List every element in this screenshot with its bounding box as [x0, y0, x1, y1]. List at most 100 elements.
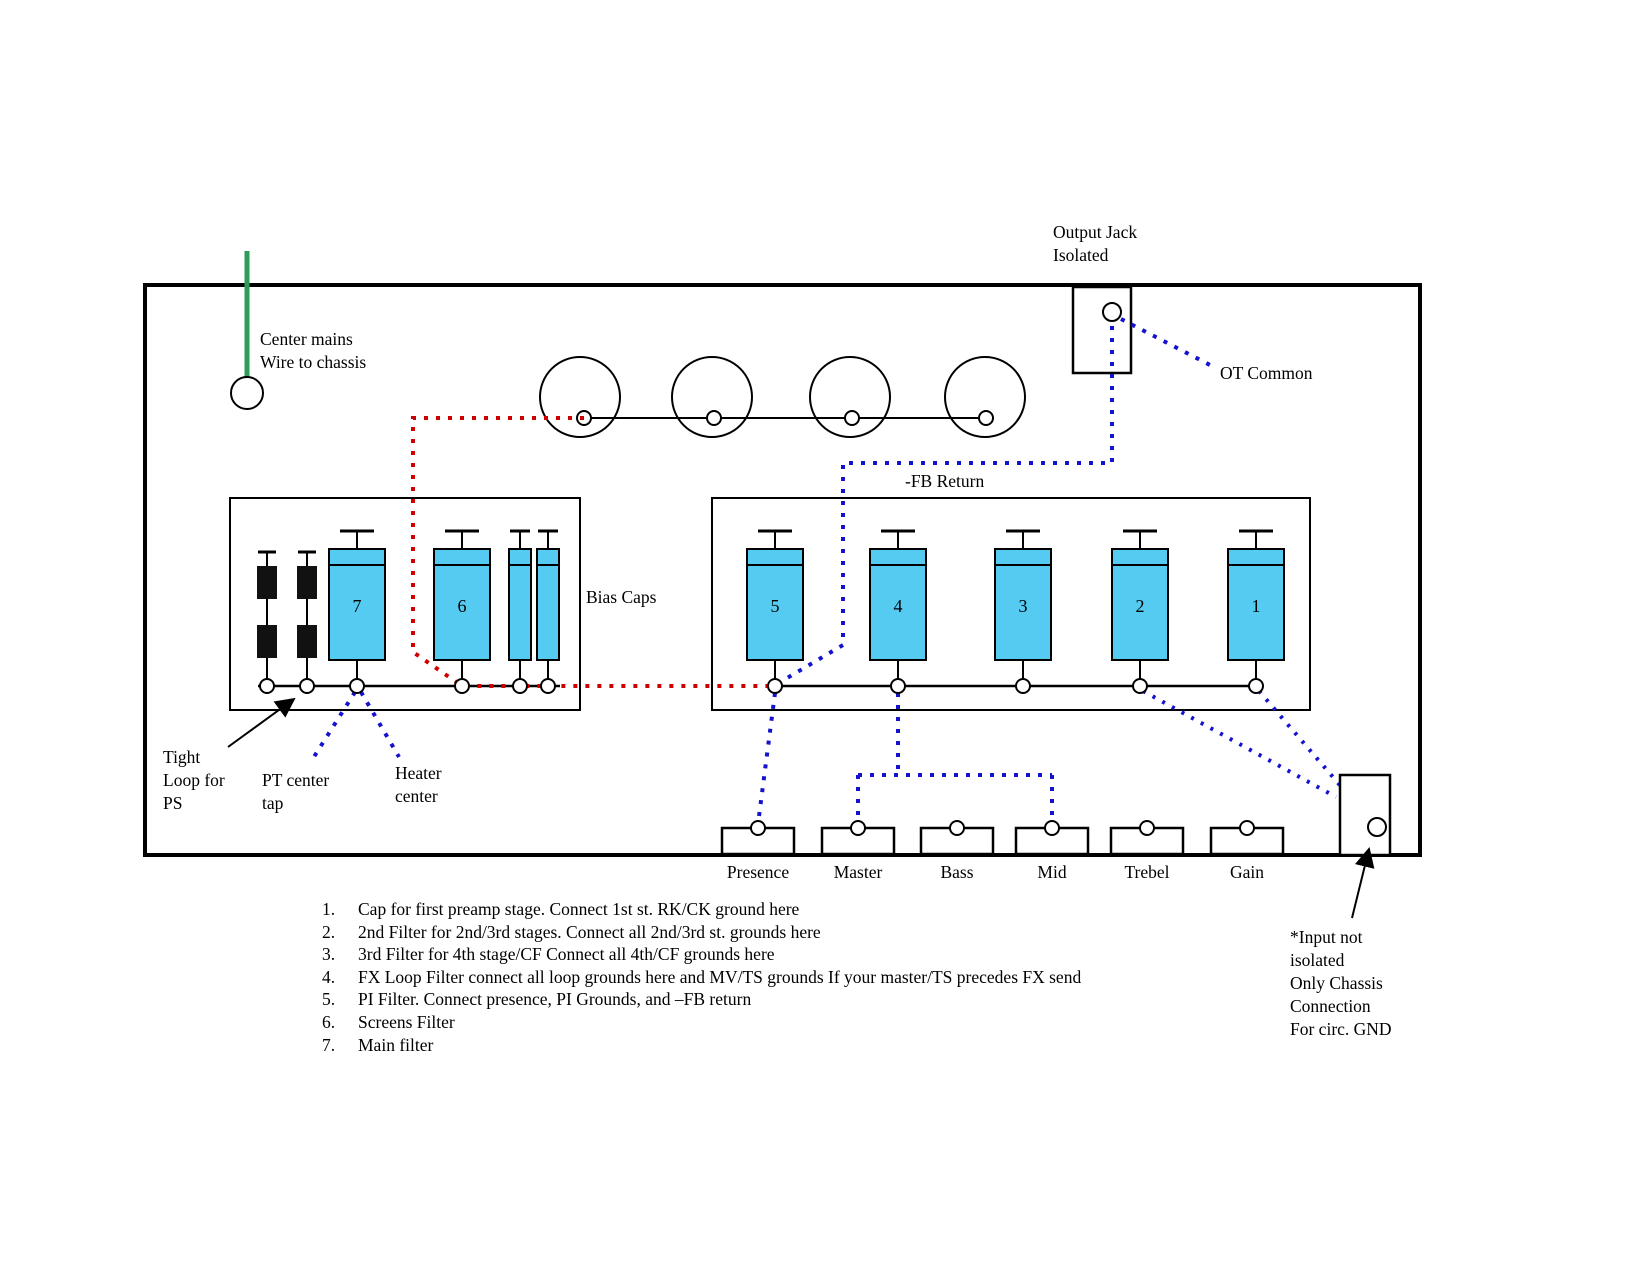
tube-socket-circle	[539, 356, 621, 438]
note-text: Screens Filter	[358, 1011, 455, 1032]
note-number: 2.	[322, 921, 336, 942]
output-jack-lug	[1102, 302, 1122, 322]
note-item-1: 1. Cap for first preamp stage. Connect 1s…	[322, 898, 1081, 921]
red-ground-link-wire	[411, 416, 770, 688]
socket-ground-lug	[978, 410, 994, 426]
ground-lug	[767, 678, 783, 694]
note-text: PI Filter. Connect presence, PI Grounds,…	[358, 989, 752, 1010]
center-mains-line1: Center mains	[260, 329, 353, 349]
note-item-4: 4. FX Loop Filter connect all loop ground…	[322, 966, 1081, 989]
pot-presence	[720, 826, 796, 856]
pot-ground-lug	[750, 820, 766, 836]
tube-sockets	[539, 356, 1026, 438]
center-mains-line2: Wire to chassis	[260, 352, 367, 372]
pot-label-mid: Mid	[1037, 862, 1067, 882]
input-jack-lug	[1367, 817, 1387, 837]
tight-loop-line3: PS	[163, 793, 183, 813]
pt-center-line2: tap	[262, 793, 284, 813]
ground-lug	[349, 678, 365, 694]
pot-label-gain: Gain	[1229, 862, 1265, 882]
note-text: 2nd Filter for 2nd/3rd stages. Connect a…	[358, 921, 821, 942]
note-number: 4.	[322, 966, 336, 987]
pot-ground-lug	[1239, 820, 1255, 836]
cap-number-7: 7	[352, 596, 362, 616]
notes-list: 1. Cap for first preamp stage. Connect 1s…	[322, 898, 1081, 1056]
note-text: Cap for first preamp stage. Connect 1st …	[358, 899, 800, 919]
pot-ground-lug	[949, 820, 965, 836]
cap-body-3	[994, 548, 1052, 661]
output-jack-line1: Output Jack	[1053, 222, 1138, 242]
heater-center-line1: Heater	[395, 763, 442, 783]
bias-caps-label: Bias Caps	[586, 587, 657, 607]
note-number: 1.	[322, 899, 336, 919]
center-mains-label: Center mains Wire to chassis	[260, 328, 366, 374]
ground-lug	[540, 678, 556, 694]
blue-ground-wires	[310, 317, 1371, 825]
cap2-input-wire	[1142, 689, 1337, 799]
input-note-line5: For circ. GND	[1290, 1019, 1392, 1039]
cap-number-3: 3	[1018, 596, 1028, 616]
note-number: 7.	[322, 1034, 336, 1055]
output-jack-line2: Isolated	[1053, 245, 1109, 265]
pt-center-line1: PT center	[262, 770, 330, 790]
diode-body	[297, 566, 317, 599]
cap-number-5: 5	[770, 596, 780, 616]
ground-lug	[1248, 678, 1264, 694]
diode-body	[297, 625, 317, 658]
note-number: 6.	[322, 1011, 336, 1032]
tight-loop-line1: Tight	[163, 747, 201, 767]
socket-ground-lug	[706, 410, 722, 426]
output-jack-box	[1071, 285, 1133, 375]
pot-ground-lug	[1139, 820, 1155, 836]
input-note-arrow	[1351, 847, 1375, 919]
note-item-7: 7. Main filter	[322, 1034, 1081, 1057]
filter-capacitors	[328, 529, 1285, 679]
note-item-5: 5. PI Filter. Connect presence, PI Ground…	[322, 988, 1081, 1011]
cap-number-1: 1	[1251, 596, 1261, 616]
fb-return-wire	[775, 326, 1114, 686]
preamp-filter-box	[711, 497, 1311, 711]
input-note-line4: Connection	[1290, 996, 1371, 1016]
cap-number-4: 4	[893, 596, 903, 616]
potentiometers	[720, 820, 1285, 856]
cap-body-6	[433, 548, 491, 661]
cap-body-2	[1111, 548, 1169, 661]
ground-lug	[512, 678, 528, 694]
input-note-line2: isolated	[1290, 950, 1345, 970]
tight-loop-arrow	[227, 697, 296, 748]
note-text: Main filter	[358, 1034, 434, 1055]
heater-center-line2: center	[395, 786, 438, 806]
heater-center-wire	[359, 690, 401, 759]
diode-body	[257, 625, 277, 658]
pot-label-master: Master	[833, 862, 883, 882]
note-number: 5.	[322, 989, 336, 1010]
ground-lugs	[259, 678, 1264, 694]
tight-loop-line2: Loop for	[163, 770, 225, 790]
note-text: 3rd Filter for 4th stage/CF Connect all …	[358, 944, 775, 965]
note-item-3: 3. 3rd Filter for 4th stage/CF Connect al…	[322, 943, 1081, 966]
fb-return-label: -FB Return	[905, 471, 985, 491]
input-jack-note: *Input not isolated Only Chassis Connect…	[1290, 926, 1392, 1041]
input-note-line1: *Input not	[1290, 927, 1363, 947]
pt-center-tap-label: PT center tap	[262, 769, 329, 815]
pot-label-bass: Bass	[940, 862, 974, 882]
note-number: 3.	[322, 944, 336, 965]
note-text: FX Loop Filter connect all loop grounds …	[358, 966, 1082, 987]
pot-ground-lug	[850, 820, 866, 836]
note-item-2: 2. 2nd Filter for 2nd/3rd stages. Connect…	[322, 921, 1081, 944]
note-item-6: 6. Screens Filter	[322, 1011, 1081, 1034]
ot-common-wire	[1120, 317, 1211, 367]
cap-body-7	[328, 548, 386, 661]
power-filter-box	[229, 497, 581, 711]
cap-number-6: 6	[457, 596, 467, 616]
ground-lug	[259, 678, 275, 694]
input-note-line3: Only Chassis	[1290, 973, 1383, 993]
pot-label-presence: Presence	[726, 862, 790, 882]
tight-loop-label: Tight Loop for PS	[163, 746, 225, 815]
socket-ground-lug	[844, 410, 860, 426]
ground-lug	[299, 678, 315, 694]
pot-label-trebel: Trebel	[1124, 862, 1170, 882]
heater-center-label: Heater center	[395, 762, 442, 808]
pot-ground-lug	[1044, 820, 1060, 836]
